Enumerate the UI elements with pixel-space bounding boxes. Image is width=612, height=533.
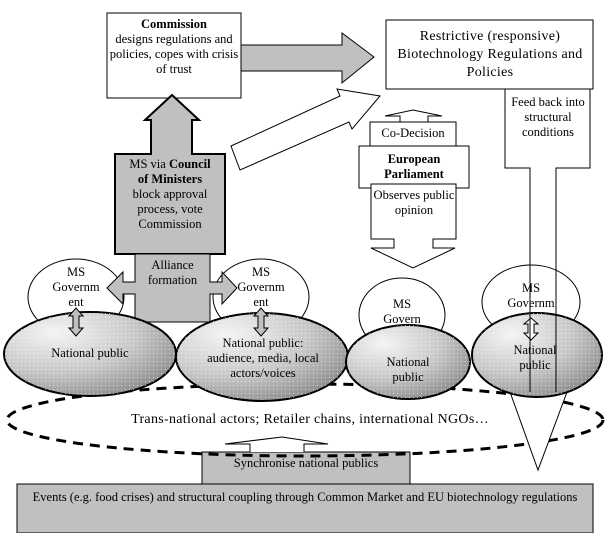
- commission-box: [106, 12, 242, 99]
- council-prefix: MS via: [129, 157, 169, 171]
- events-label: Events (e.g. food crises) and structural…: [32, 490, 578, 504]
- parliament-label: European Parliament: [370, 152, 458, 182]
- regulations-label: Restrictive (responsive) Biotechnology R…: [390, 28, 590, 82]
- public-ellipse-3-texture: [346, 325, 470, 399]
- parliament-box: [358, 145, 470, 189]
- observes-text: Observes public opinion: [373, 188, 455, 217]
- council-to-regulations-arrow: [230, 88, 381, 171]
- codecision-box: [369, 121, 457, 147]
- public-ellipse-4-texture: [472, 313, 602, 397]
- public-ellipse-1-texture: [4, 312, 176, 396]
- council-title-2: of Ministers: [137, 172, 203, 186]
- observes-arrow: [370, 183, 457, 269]
- commission-title: Commission: [141, 17, 207, 31]
- events-box: [16, 483, 594, 533]
- transnational-label: Trans-national actors; Retailer chains, …: [131, 412, 489, 427]
- alliance-text: Alliance formation: [147, 258, 198, 287]
- commission-text: designs regulations and policies, copes …: [109, 32, 239, 76]
- council-text: block approval process, vote Commission: [132, 187, 208, 231]
- synchronise-arrow: [224, 436, 329, 452]
- government-label-3: MS Govern: [383, 297, 421, 326]
- codecision-label: Co-Decision: [370, 126, 456, 141]
- public-label-2: National public: audience, media, local …: [207, 336, 319, 380]
- synchronise-label: Synchronise national publics: [233, 456, 379, 470]
- government-label-1: MS Governm ent: [52, 265, 100, 309]
- council-label: MS via Council of Ministers block approv…: [117, 157, 223, 232]
- codecision-text: Co-Decision: [381, 126, 445, 140]
- public-ellipse-2-texture: [176, 313, 348, 401]
- government-label-4: MS Governm: [507, 281, 555, 310]
- gov-public-arrow-2: [252, 307, 270, 337]
- feedback-text: Feed back into structural conditions: [511, 95, 585, 139]
- government-label-2: MS Governm ent: [237, 265, 285, 309]
- commission-to-regulations-arrow: [240, 32, 375, 85]
- public-label-4: National public: [513, 343, 557, 372]
- gov-public-arrow-1: [67, 307, 85, 337]
- feedback-label: Feed back into structural conditions: [507, 95, 589, 140]
- synchronise-box: [201, 451, 411, 485]
- commission-label: Commission designs regulations and polic…: [107, 17, 241, 77]
- council-arrow: [114, 93, 226, 255]
- parliament-title: European Parliament: [384, 152, 444, 181]
- regulations-box: [385, 19, 594, 90]
- observes-label: Observes public opinion: [373, 188, 455, 218]
- public-label-3: National public: [386, 355, 430, 384]
- council-title-1: Council: [168, 157, 211, 171]
- public-label-1: National public: [51, 346, 129, 360]
- transnational-ellipse: [5, 382, 605, 458]
- codecision-arrowhead: [384, 109, 443, 122]
- alliance-label: Alliance formation: [135, 258, 210, 288]
- gov-public-arrow-4: [522, 317, 540, 341]
- regulations-text: Restrictive (responsive) Biotechnology R…: [397, 29, 583, 80]
